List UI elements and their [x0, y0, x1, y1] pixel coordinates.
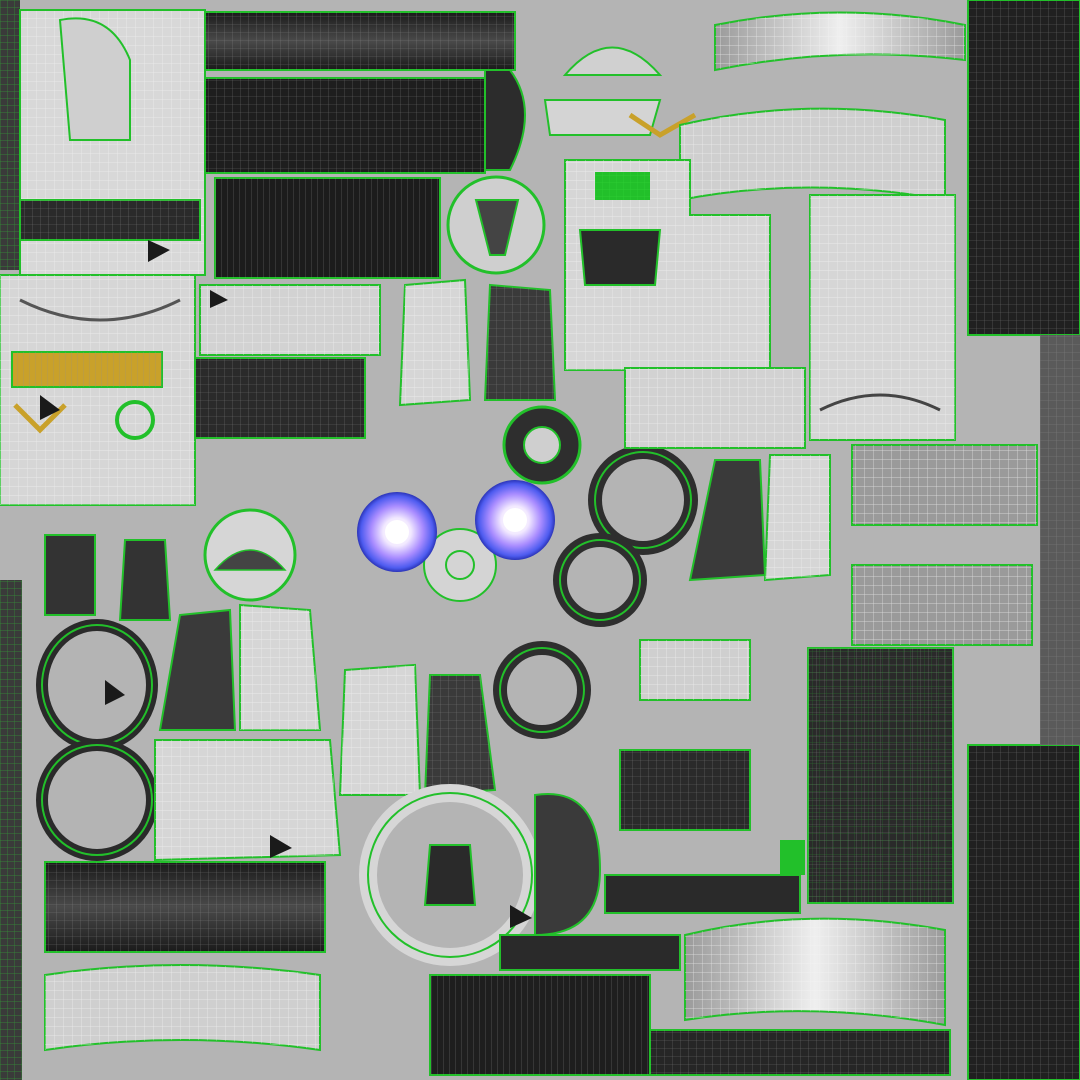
cone-details — [40, 240, 532, 928]
dark-panel-bottom-left — [44, 861, 326, 1052]
ring-parts-center — [423, 175, 698, 739]
ring-part-bottom-center — [359, 784, 651, 1076]
top-center-parts — [543, 46, 697, 138]
glowing-eye-right — [475, 480, 555, 560]
white-panel-left-mid — [0, 274, 196, 506]
right-edge-strips — [967, 0, 1080, 1080]
curved-white-panel-bottom-right — [649, 917, 951, 1076]
armor-plates-center — [158, 278, 831, 797]
gray-boxes-right — [624, 367, 1038, 646]
curved-white-panel-top-right — [679, 11, 966, 202]
left-edge-strips — [0, 0, 22, 1080]
dark-panel-top — [204, 11, 526, 279]
circle-parts-left-bottom — [36, 534, 172, 861]
small-dark-blocks-center — [499, 639, 805, 971]
white-panel-top-left — [19, 9, 206, 276]
white-panel-center-left — [194, 284, 381, 439]
white-chassis-right — [564, 159, 956, 441]
white-bracket-left-bottom — [154, 508, 342, 862]
glowing-eye-left — [357, 492, 437, 572]
dark-cell-grid-right — [807, 647, 954, 904]
